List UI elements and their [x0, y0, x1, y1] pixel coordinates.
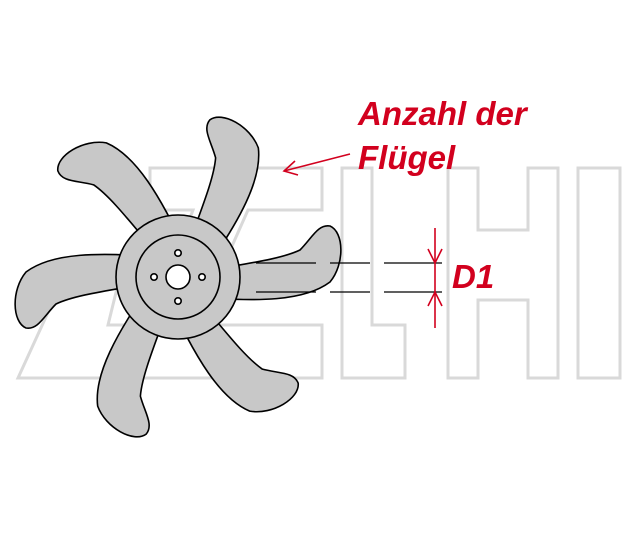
label-blade-count-line1: Anzahl der [357, 95, 529, 132]
label-dimension-d1: D1 [452, 258, 494, 295]
arrow-up-icon [427, 290, 443, 307]
fan-hub [115, 214, 241, 340]
arrow-down-icon [427, 248, 443, 265]
hub-center-bore [165, 264, 191, 290]
dimension-extension-lines [256, 262, 442, 293]
watermark-letter-3 [446, 166, 560, 380]
blade-count-leader [282, 153, 351, 176]
arrow-left-icon [282, 160, 299, 176]
label-blade-count-line2: Flügel [358, 139, 456, 176]
watermark-letter-4 [576, 166, 622, 380]
hub-bolt-hole [150, 272, 159, 281]
watermark-letter-2 [340, 166, 407, 380]
hub-bolt-hole [174, 296, 183, 305]
hub-bolt-hole [198, 272, 207, 281]
dimension-d1-indicator [427, 228, 443, 328]
leader-line [283, 153, 351, 172]
hub-bolt-hole [174, 249, 183, 258]
